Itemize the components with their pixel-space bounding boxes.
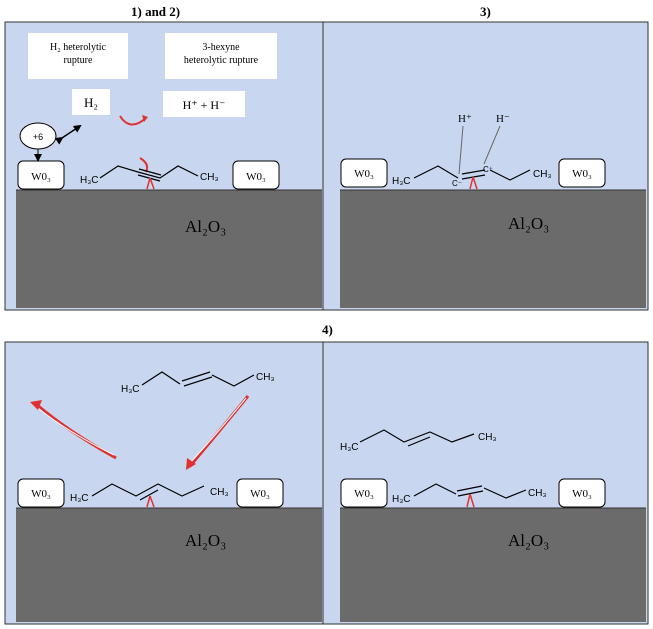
alumina-support [16, 190, 322, 308]
h2-rupture-line1: H₂ heterolytic [50, 42, 107, 53]
h-minus-label: H⁻ [496, 113, 510, 125]
hexyne-rupture-line1: 3-hexyne [202, 42, 240, 53]
ch3-left-d: H₃C [392, 494, 411, 505]
hexyne-rupture-line2: heterolytic rupture [184, 55, 259, 66]
wo3-site-left-c [17, 478, 65, 508]
ch3-right-b: CH₃ [533, 169, 552, 180]
panel-a: Al₂O₃ H₂ heterolytic rupture 3-hexyne he… [4, 21, 324, 311]
wo3-label-right-b: W0₃ [572, 168, 592, 180]
alumina-label-d: Al₂O₃ [508, 531, 549, 550]
ch3-left-c: H₃C [70, 493, 89, 504]
step-label-3: 3) [480, 4, 491, 19]
h-split-box [163, 91, 245, 117]
double-arrow [54, 124, 82, 145]
wo3-site-left-b [340, 158, 388, 188]
wo3-label-left-d: W0₃ [354, 488, 374, 500]
red-curved-arrow-h2 [119, 115, 147, 126]
h2-box [72, 89, 110, 115]
wo3-label-right-c: W0₃ [250, 488, 270, 500]
wo3-label-left-c: W0₃ [31, 488, 51, 500]
hexyne-skeleton [99, 165, 199, 179]
bond-to-surface-2 [149, 177, 155, 190]
h-plus-label: H⁺ [458, 113, 472, 125]
h-minus-connector [483, 125, 501, 165]
red-arrowhead-h2 [142, 115, 148, 122]
panel-b: Al₂O₃ H⁺ H⁻ W0₃ W0₃ C⁻ C⁺ H₃C CH₃ [322, 21, 649, 311]
wo3-label-left-b: W0₃ [354, 168, 374, 180]
bond-to-surface-1 [146, 177, 151, 190]
h2-rupture-box [28, 33, 128, 79]
gas-hexene-skeleton [359, 429, 475, 443]
wo3-site-right-c [236, 478, 284, 508]
h-split-label: H⁺ + H⁻ [183, 98, 226, 112]
ch3-left-b: H₃C [392, 176, 411, 187]
gas-ch3-right-d: CH₃ [478, 432, 497, 443]
wo3-label-right: W0₃ [246, 171, 266, 183]
red-arrow-desorption [35, 402, 117, 460]
wo3-site-right [232, 160, 280, 190]
h2-label: H₂ [84, 95, 98, 110]
wo3-site-right-b [558, 158, 606, 188]
hexyne-rupture-box [165, 33, 277, 79]
ch3-right-d: CH₃ [528, 488, 547, 499]
panel-d: Al₂O₃ H₃C CH₃ W0₃ W0₃ H₃C CH₃ [322, 341, 649, 625]
oxidation-state-label: +6 [33, 132, 43, 142]
ch3-right: CH₃ [200, 172, 219, 183]
gas-hexyne-skeleton [141, 371, 181, 386]
alumina-label-c: Al₂O₃ [185, 531, 226, 550]
wo3-label-right-d: W0₃ [572, 488, 592, 500]
alumina-label: Al₂O₃ [185, 217, 226, 236]
gas-ch3-left-c: H₃C [121, 384, 140, 395]
step-label-4: 4) [322, 322, 333, 337]
wo3-site-right-d [558, 478, 606, 508]
panel-c: Al₂O₃ H₃C CH₃ W0₃ W0₃ H₃C CH₃ [4, 341, 324, 625]
wo3-site-left-d [340, 478, 388, 508]
gas-ch3-left-d: H₃C [340, 442, 359, 453]
wo3-label-left: W0₃ [31, 171, 51, 183]
step-label-1-2: 1) and 2) [131, 4, 181, 19]
ch3-left: H₃C [80, 175, 99, 186]
carbocation-label: C⁺ [483, 165, 493, 174]
hexyne-skeleton-d [413, 483, 457, 497]
ch3-right-c: CH₃ [210, 487, 229, 498]
alumina-label-b: Al₂O₃ [508, 214, 549, 233]
hexene-skeleton [91, 483, 205, 497]
gas-ch3-right-c: CH₃ [256, 372, 275, 383]
wo3-site-left [17, 160, 65, 190]
carbanion-label: C⁻ [452, 179, 462, 188]
h2-rupture-line2: rupture [64, 55, 93, 66]
h-plus-connector [458, 125, 464, 175]
